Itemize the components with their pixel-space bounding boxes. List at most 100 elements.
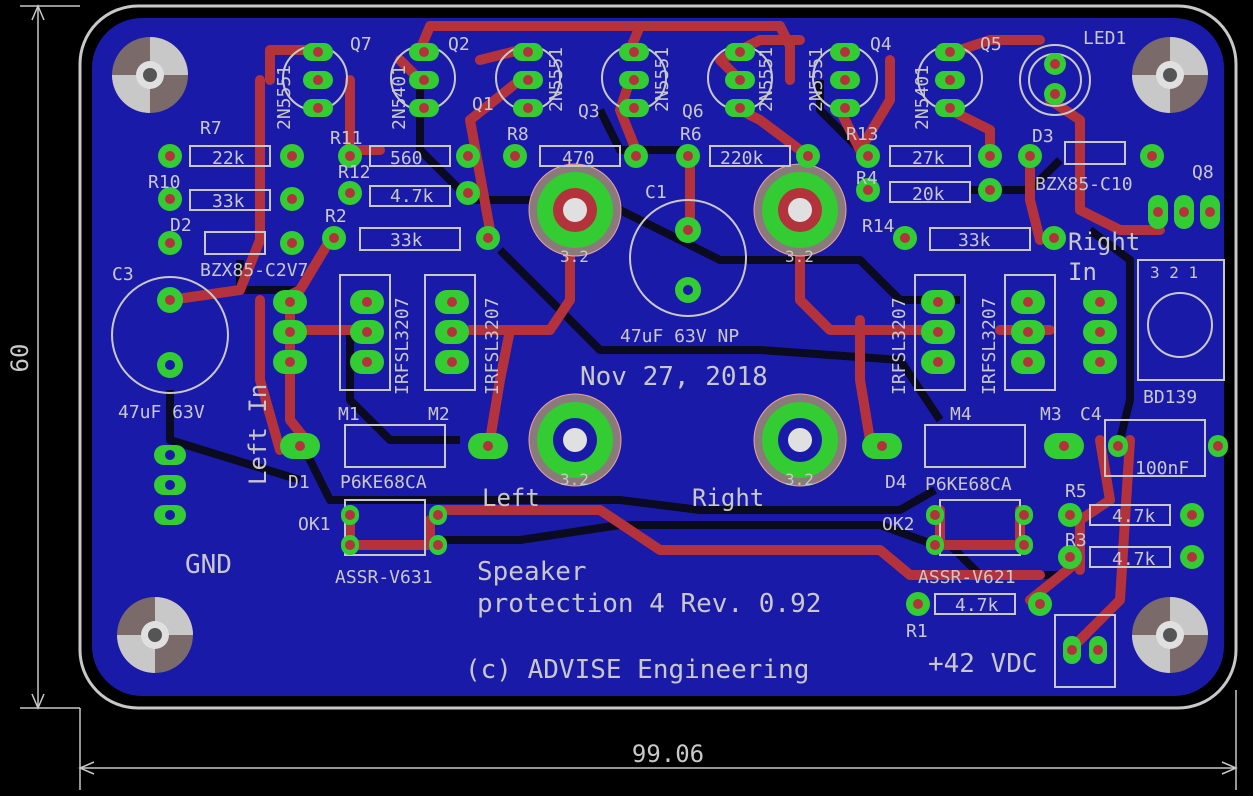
label-d3-value: BZX85-C10 xyxy=(1035,174,1133,195)
label-gnd: GND xyxy=(185,550,232,580)
pad-drill xyxy=(1023,327,1033,337)
pad-drill xyxy=(1067,645,1077,655)
pad-drill xyxy=(447,297,457,307)
pad-drill xyxy=(735,75,745,85)
label-r5-value: 4.7k xyxy=(1112,506,1156,527)
label-q8: Q8 xyxy=(1192,162,1214,183)
label-r2-value: 33k xyxy=(390,230,423,251)
pad-drill xyxy=(295,441,305,451)
pad-drill xyxy=(463,151,473,161)
pad-drill xyxy=(1179,207,1189,217)
pad-drill xyxy=(287,151,297,161)
label-m2: M2 xyxy=(428,404,450,425)
pad-drill xyxy=(523,47,533,57)
label-r14: R14 xyxy=(862,216,895,237)
pad-drill xyxy=(165,194,175,204)
label-m3-part: IRFSL3207 xyxy=(979,297,1000,395)
pad-drill xyxy=(900,233,910,243)
pad-drill xyxy=(985,151,995,161)
label-m4-part: IRFSL3207 xyxy=(889,297,910,395)
pad-drill xyxy=(930,540,940,550)
label-ok1-value: ASSR-V631 xyxy=(335,567,433,588)
label-ok2-value: ASSR-V621 xyxy=(918,567,1016,588)
label-q1-value: 2N5551 xyxy=(546,47,567,112)
label-r4: R4 xyxy=(856,168,878,189)
pad-drill xyxy=(447,357,457,367)
pad-drill xyxy=(1025,151,1035,161)
label-r14-value: 33k xyxy=(958,230,991,251)
label-right-out: Right xyxy=(692,484,764,512)
pad-drill xyxy=(329,233,339,243)
label-c1: C1 xyxy=(645,182,667,203)
pad-drill xyxy=(1153,207,1163,217)
pad-drill xyxy=(345,188,355,198)
label-power: +42 VDC xyxy=(928,649,1038,679)
label-right-in-2: In xyxy=(1068,258,1097,286)
pad-drill xyxy=(863,151,873,161)
label-q7-value: 2N5551 xyxy=(274,65,295,130)
pad-drill xyxy=(1213,441,1223,451)
pad-drill xyxy=(840,75,850,85)
label-r13: R13 xyxy=(846,124,879,145)
label-q6: Q6 xyxy=(682,101,704,122)
label-q5-value: 2N5401 xyxy=(912,65,933,130)
pad-drill xyxy=(840,103,850,113)
pad-drill xyxy=(1113,441,1123,451)
pad-drill xyxy=(345,151,355,161)
label-c4-value: 100nF xyxy=(1135,458,1189,479)
label-r11-value: 560 xyxy=(390,148,423,169)
label-d4-value: P6KE68CA xyxy=(925,474,1012,495)
label-m1: M1 xyxy=(338,404,360,425)
pad-drill xyxy=(345,540,355,550)
label-m3: M3 xyxy=(1040,404,1062,425)
pad-drill xyxy=(510,151,520,161)
label-r7-value: 22k xyxy=(212,148,245,169)
label-pad-1: 3.2 xyxy=(560,247,589,266)
pad-drill xyxy=(683,285,693,295)
label-q8-pins: 3 2 1 xyxy=(1150,263,1198,282)
label-q8-value: BD139 xyxy=(1143,387,1197,408)
label-left-in: Left In xyxy=(244,384,272,485)
label-title-line2: protection 4 Rev. 0.92 xyxy=(477,589,821,619)
pad-drill xyxy=(483,441,493,451)
label-q5: Q5 xyxy=(980,34,1002,55)
label-r10-value: 33k xyxy=(212,191,245,212)
pad-drill xyxy=(1050,89,1060,99)
pad-drill xyxy=(483,233,493,243)
pad-drill xyxy=(933,327,943,337)
pad-drill xyxy=(1187,552,1197,562)
label-r12: R12 xyxy=(338,162,371,183)
board-outline xyxy=(78,4,1238,710)
label-r2: R2 xyxy=(325,206,347,227)
pad-drill xyxy=(877,441,887,451)
pad-drill xyxy=(735,47,745,57)
label-r6-value: 220k xyxy=(720,148,764,169)
label-q6-value: 2N5551 xyxy=(756,47,777,112)
label-q4: Q4 xyxy=(870,34,892,55)
label-q2-value: 2N5401 xyxy=(389,65,410,130)
pad-drill xyxy=(933,357,943,367)
pad-drill xyxy=(285,357,295,367)
pad-drill xyxy=(1147,151,1157,161)
pad-drill xyxy=(1095,327,1105,337)
dimension-lines xyxy=(20,4,1238,790)
pad-drill xyxy=(419,103,429,113)
pad-drill xyxy=(1093,645,1103,655)
label-r1: R1 xyxy=(906,621,928,642)
label-r8-value: 470 xyxy=(562,148,595,169)
label-r10: R10 xyxy=(148,172,181,193)
pad-drill xyxy=(165,151,175,161)
label-pad-3: 3.2 xyxy=(560,470,589,489)
label-c1-value: 47uF 63V NP xyxy=(620,326,739,347)
mounting-holes xyxy=(112,37,1208,673)
pad-drill xyxy=(840,47,850,57)
height-dimension-label: 60 xyxy=(6,344,34,373)
label-c3-value: 47uF 63V xyxy=(118,402,205,423)
label-r3: R3 xyxy=(1065,530,1087,551)
label-pad-2: 3.2 xyxy=(785,247,814,266)
pad-drill xyxy=(1187,510,1197,520)
label-copyright: (c) ADVISE Engineering xyxy=(465,655,809,685)
label-m1-part: IRFSL3207 xyxy=(392,297,413,395)
label-ok2: OK2 xyxy=(882,514,915,535)
